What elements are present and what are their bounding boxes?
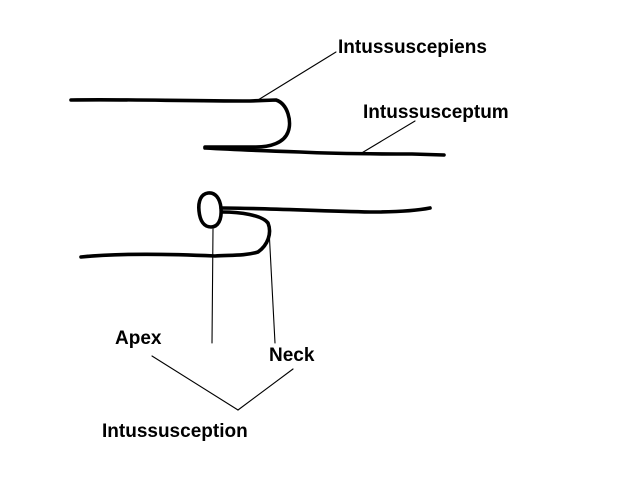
lower-top-wall: [219, 206, 432, 214]
lower-apex-loop: [197, 191, 223, 229]
apex-pointer: [211, 228, 214, 344]
upper-outer-wall: [69, 97, 292, 149]
neck-to-intussusception-line: [237, 368, 294, 411]
intussuscipiens-label: Intussuscepiens: [338, 37, 487, 58]
lower-neck-fold: [79, 210, 272, 259]
intussusception-label: Intussusception: [102, 421, 248, 442]
upper-inner-wall: [203, 146, 446, 157]
intussusceptum-label: Intussusceptum: [363, 102, 509, 123]
intussuscipiens-pointer: [257, 51, 337, 101]
intussusceptum-pointer: [359, 120, 416, 155]
neck-label: Neck: [269, 345, 315, 366]
neck-pointer: [268, 228, 276, 344]
apex-label: Apex: [115, 328, 162, 349]
apex-to-intussusception-line: [151, 355, 239, 411]
